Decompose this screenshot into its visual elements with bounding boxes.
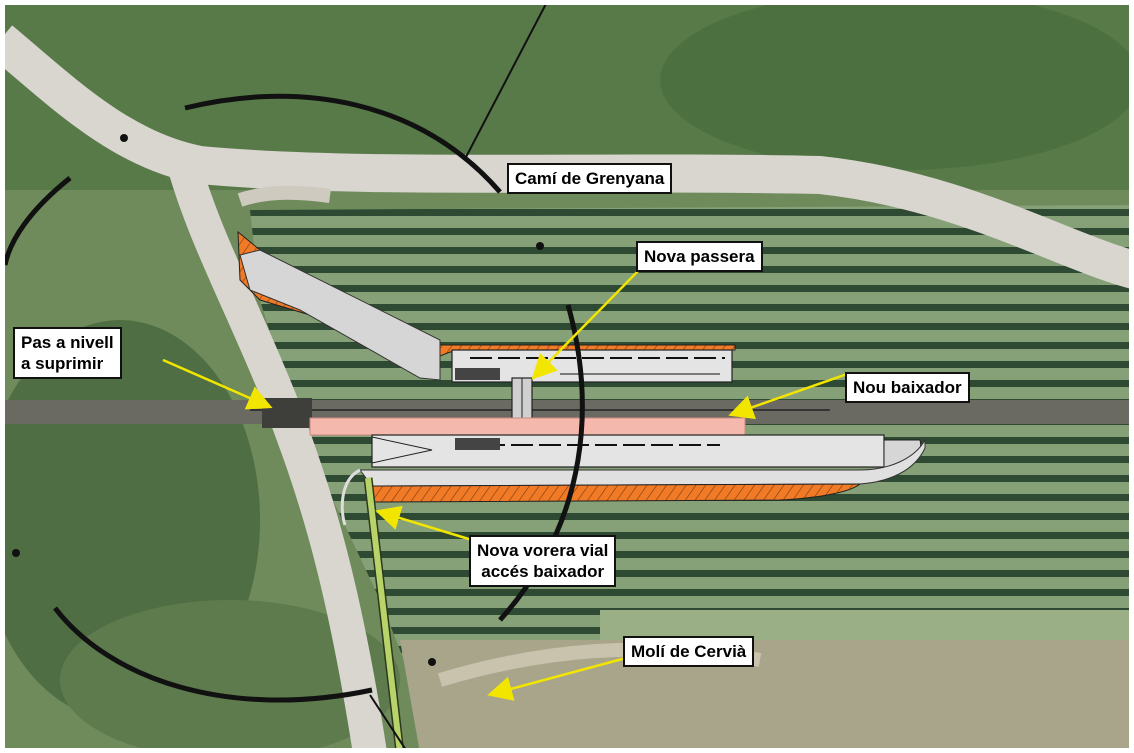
new-walkway [365,477,403,753]
south-embankment [371,483,862,503]
tree-cluster [660,0,1134,170]
radius-line [369,694,409,753]
south-access-road [359,438,926,487]
arrow-nova-vorera [375,505,473,542]
reference-dot [120,134,128,142]
tree-cluster [60,600,400,753]
label-pas-nivell-line2: a suprimir [21,354,104,373]
stairs-north [455,368,500,380]
label-nou-baixador-text: Nou baixador [853,378,962,397]
reference-dot [12,549,20,557]
arrow-moli-cervia [487,656,627,701]
new-halt-platform [309,417,746,436]
label-nova-passera-text: Nova passera [644,247,755,266]
radius-arc-left [2,176,72,266]
south-platform-triangle [371,436,433,464]
south-platform [371,434,885,468]
label-nova-passera: Nova passera [636,241,763,272]
arrow-nova-passera [531,266,643,380]
south-curve [340,468,361,526]
label-moli-cervia-text: Molí de Cervià [631,642,747,661]
arrow-pas-nivell [162,358,273,410]
label-moli-cervia: Molí de Cervià [623,636,755,667]
reference-dot [428,658,436,666]
stairs-south [455,438,500,450]
label-nova-vorera-line1: Nova vorera vial [477,541,609,560]
label-nova-vorera-line2: accés baixador [481,562,605,581]
label-pas-nivell: Pas a nivell a suprimir [13,327,122,379]
level-crossing [262,398,312,428]
label-nova-vorera: Nova vorera vial accés baixador [469,535,617,587]
label-nou-baixador: Nou baixador [845,372,970,403]
label-pas-nivell-line1: Pas a nivell [21,333,114,352]
label-cami-grenyana: Camí de Grenyana [507,163,673,194]
arrow-nou-baixador [728,371,851,420]
label-cami-grenyana-text: Camí de Grenyana [515,169,665,188]
road-inner-curve [237,185,331,207]
radius-arc-top [184,93,502,194]
radius-line [465,0,549,158]
radius-arc-bottom [53,606,373,703]
reference-dot [536,242,544,250]
north-ramp [239,249,441,381]
